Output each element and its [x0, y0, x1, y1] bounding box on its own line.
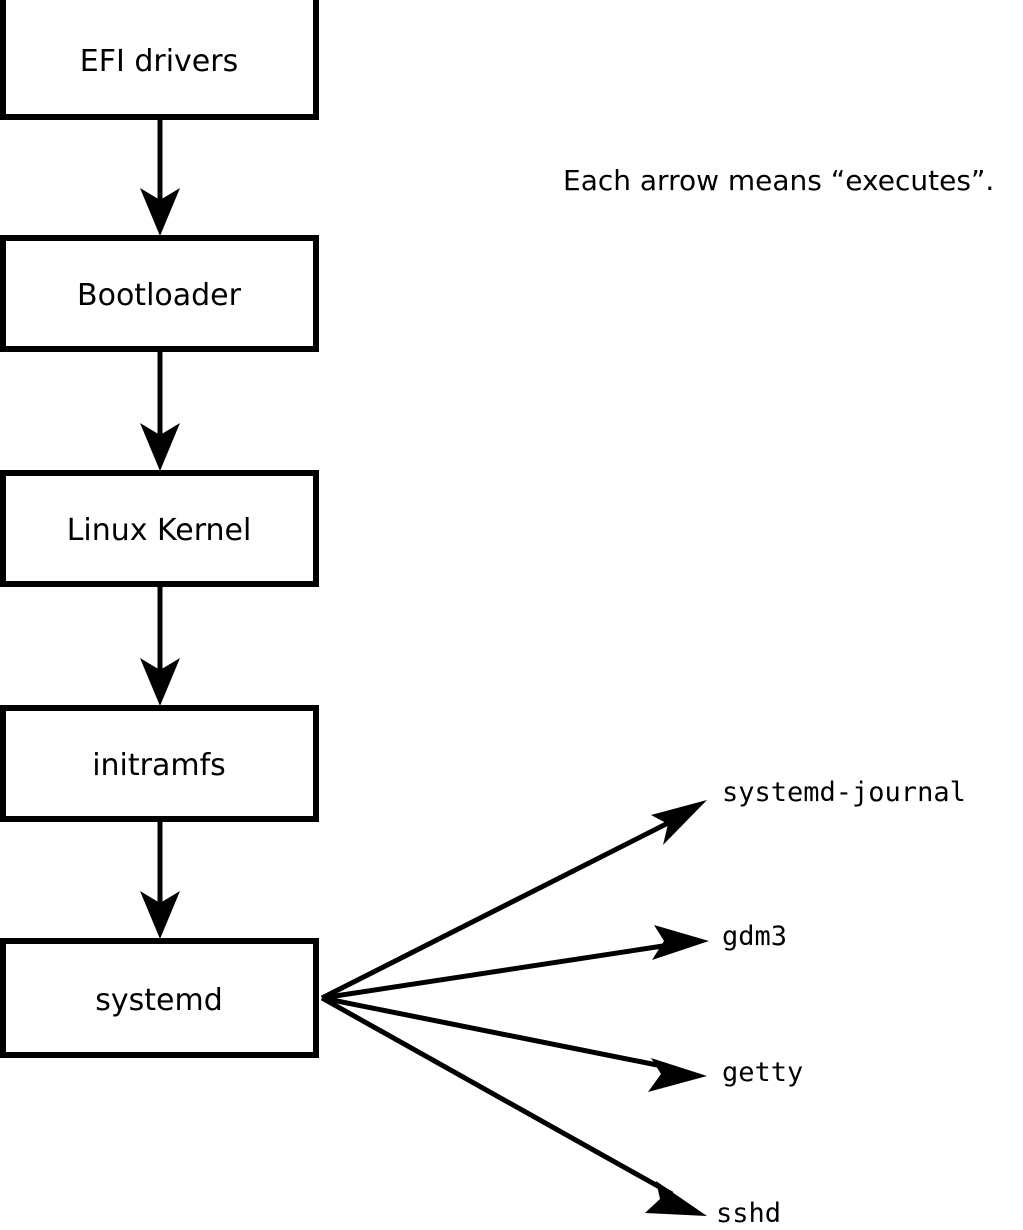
process-label-systemd-journal: systemd-journal	[722, 777, 966, 808]
spawn-arrow-sshd	[320, 995, 707, 1216]
flow-arrow-bootloader-to-kernel	[140, 352, 180, 471]
stage-box-efi-drivers[interactable]: EFI drivers	[0, 0, 319, 120]
stage-label-bootloader: Bootloader	[77, 278, 242, 313]
stage-label-initramfs: initramfs	[92, 748, 226, 783]
flow-arrow-kernel-to-initramfs	[140, 587, 180, 706]
spawn-arrow-getty	[321, 995, 707, 1092]
diagram-caption: Each arrow means “executes”.	[563, 164, 994, 197]
stage-box-initramfs[interactable]: initramfs	[0, 705, 319, 822]
stage-box-bootloader[interactable]: Bootloader	[0, 235, 319, 352]
process-label-sshd: sshd	[716, 1198, 781, 1229]
spawn-arrow-gdm3	[321, 925, 709, 1001]
flow-arrow-efi-to-bootloader	[140, 117, 180, 236]
spawn-arrow-systemd-journal	[320, 800, 707, 1001]
process-label-getty: getty	[722, 1057, 803, 1088]
stage-label-systemd: systemd	[95, 983, 223, 1018]
stage-label-linux-kernel: Linux Kernel	[67, 513, 252, 548]
process-label-gdm3: gdm3	[722, 921, 787, 952]
stage-box-systemd[interactable]: systemd	[0, 938, 319, 1058]
stage-box-linux-kernel[interactable]: Linux Kernel	[0, 470, 319, 587]
flow-arrow-initramfs-to-systemd	[140, 822, 180, 939]
stage-label-efi-drivers: EFI drivers	[80, 44, 238, 79]
